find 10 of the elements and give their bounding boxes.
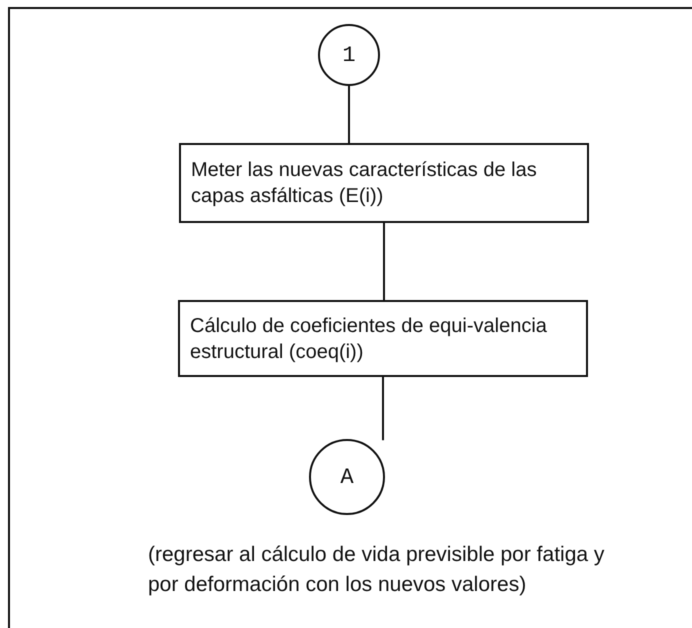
connector-label: 1 (342, 42, 356, 68)
note-text: (regresar al cálculo de vida previsible por fatiga y por deformación con los nuevos valores) (148, 542, 606, 598)
step-text: Meter las nuevas características de las capas asfálticas (E(i)) (191, 158, 538, 209)
process-box (178, 300, 588, 377)
connector-line (382, 377, 384, 440)
connector-line (348, 86, 350, 143)
connector-line (383, 223, 385, 300)
connector-label: A (340, 464, 354, 490)
process-box (179, 143, 589, 223)
step-text: Cálculo de coeficientes de equi-valencia estructural (coeq(i)) (190, 314, 548, 364)
